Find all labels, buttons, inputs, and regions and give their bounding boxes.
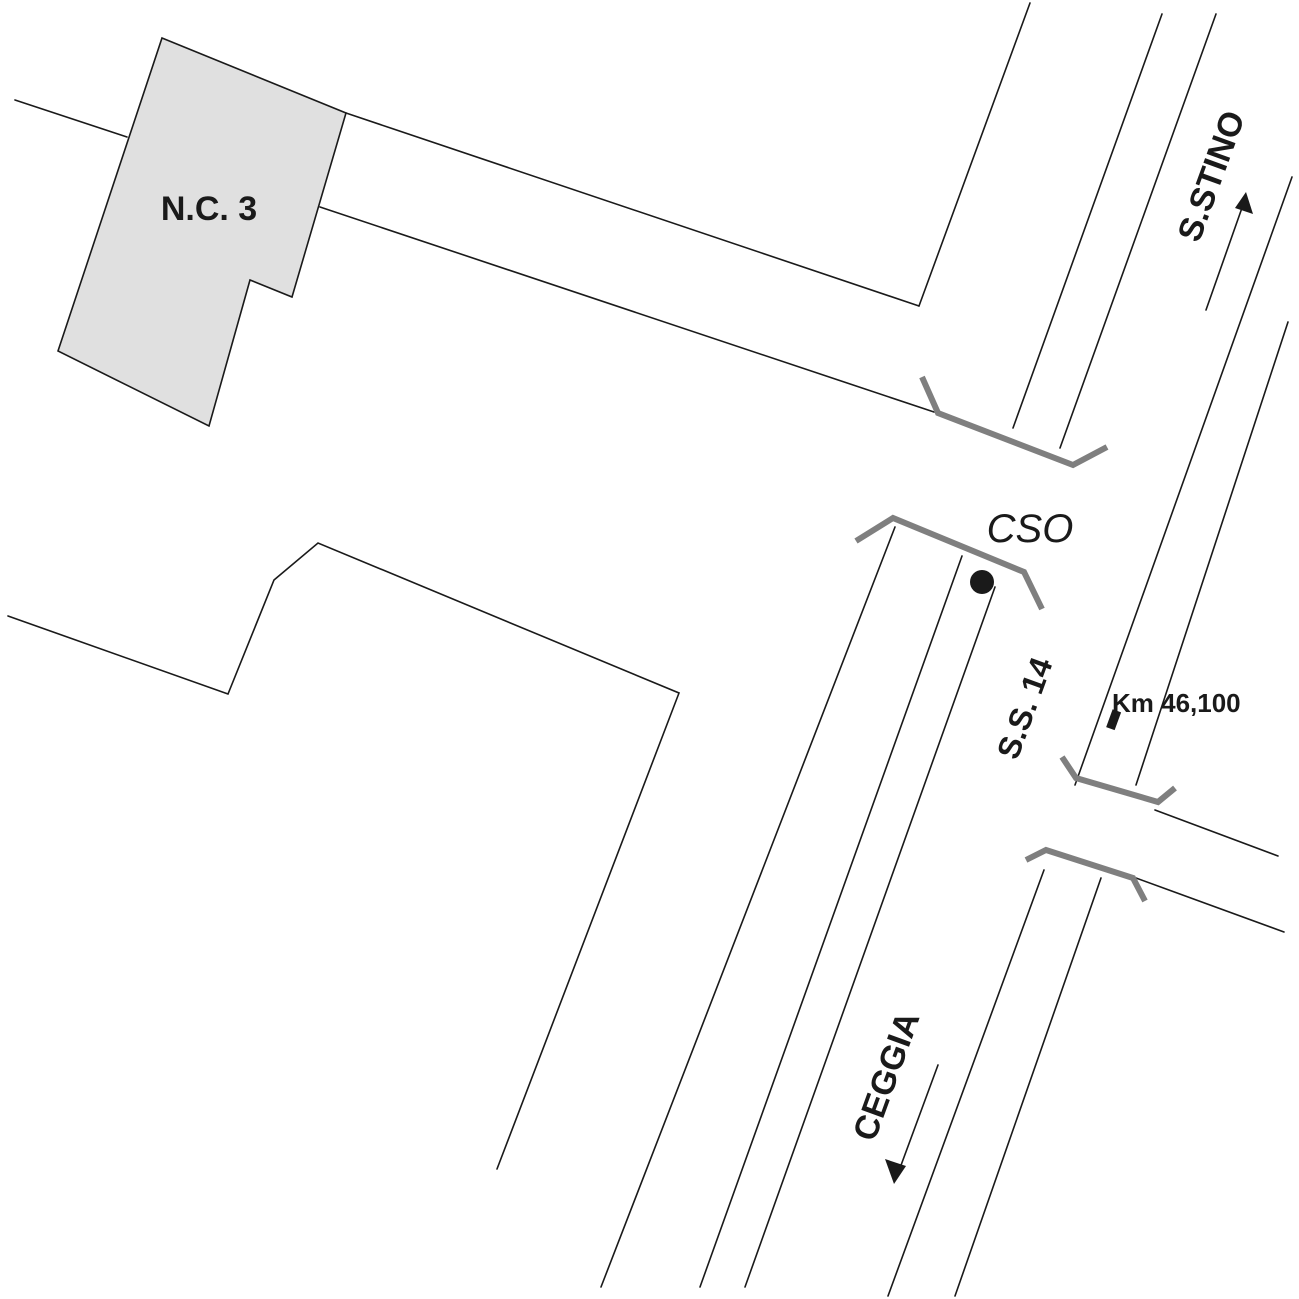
curb-south — [1024, 846, 1148, 903]
bar-icon — [1106, 709, 1122, 731]
side-road-south — [7, 542, 681, 1170]
curbs — [854, 375, 1177, 903]
building-label: N.C. 3 — [161, 190, 257, 228]
building-footprint — [57, 36, 347, 428]
direction-south: CEGGIA — [846, 1007, 939, 1184]
arrow-up-icon — [1235, 192, 1253, 214]
cso-station[interactable]: CSO — [970, 507, 1073, 594]
main-road-ss14 — [600, 13, 1293, 1297]
side-road-north — [14, 2, 1031, 413]
station-label: CSO — [987, 507, 1074, 551]
curb-right — [1059, 755, 1177, 806]
arrow-down-icon — [885, 1159, 906, 1184]
curb-center — [854, 514, 1045, 611]
building-nc3[interactable]: N.C. 3 — [57, 36, 347, 428]
direction-north-label: S.STINO — [1171, 106, 1253, 247]
km-label: Km 46,100 — [1112, 688, 1241, 718]
road-label: S.S. 14 — [990, 653, 1060, 764]
filled-circle-icon — [970, 570, 994, 594]
curb-north — [919, 375, 1109, 469]
km-marker[interactable]: Km 46,100 — [1106, 688, 1241, 731]
direction-north: S.STINO — [1171, 106, 1253, 311]
